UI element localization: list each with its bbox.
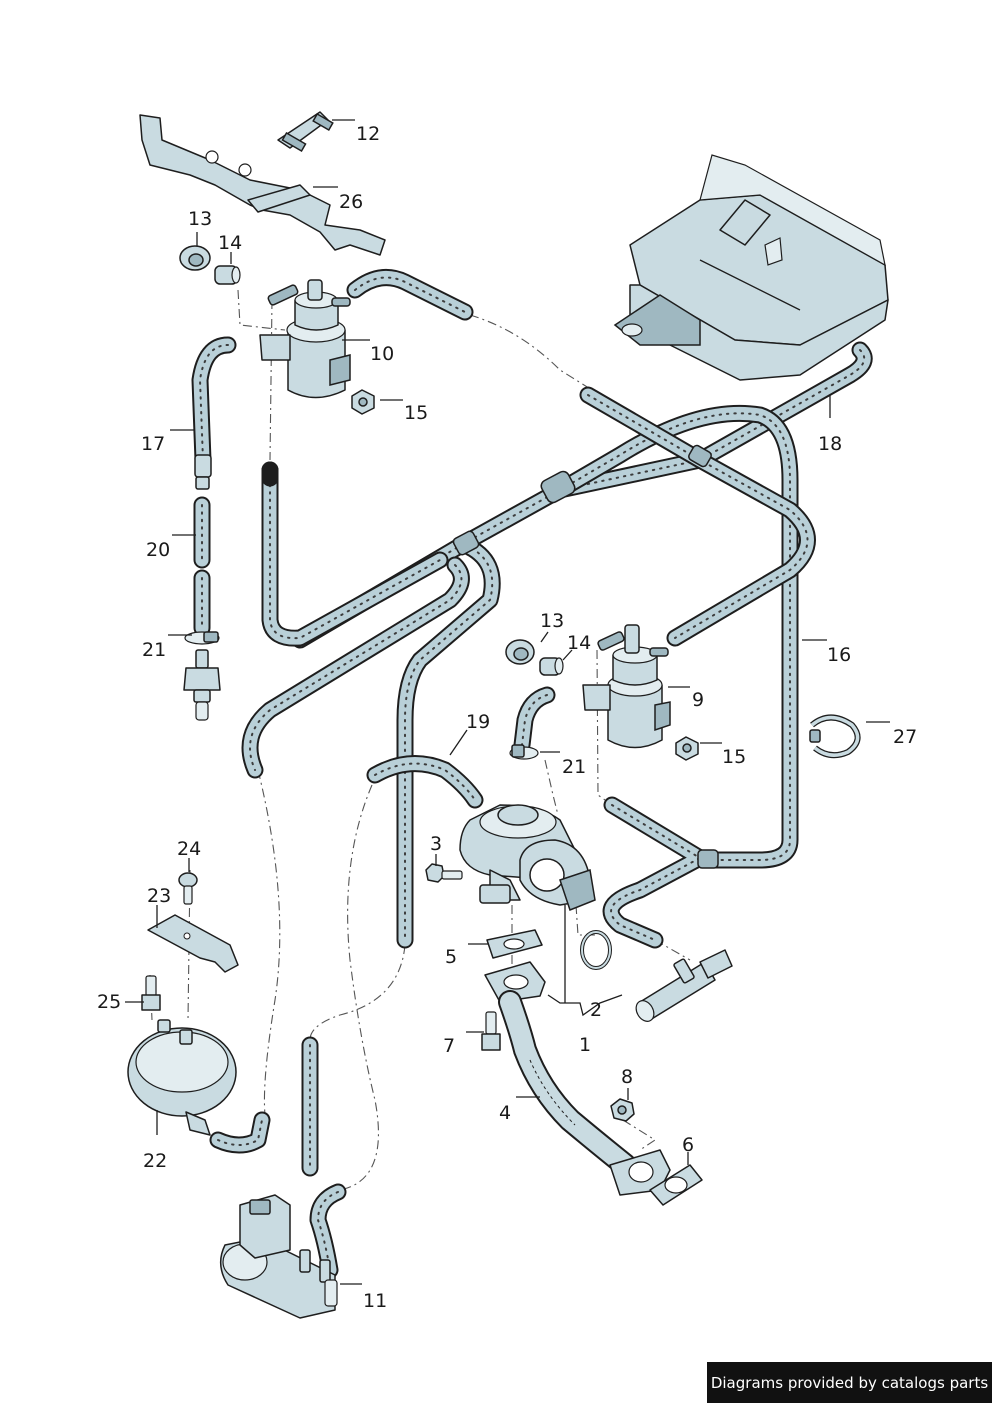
callout-15-top: 15: [404, 402, 428, 424]
callout-14-lower: 14: [567, 632, 591, 654]
callout-15-lower: 15: [722, 746, 746, 768]
callout-19: 19: [466, 711, 490, 733]
grommet-13-top: [179, 245, 211, 271]
egr-pipe: [498, 990, 637, 1177]
callout-8: 8: [621, 1066, 633, 1088]
hose-connectors: [194, 444, 719, 869]
bracket-23: [147, 914, 239, 973]
callout-11: 11: [363, 1290, 387, 1312]
gasket-5: [486, 929, 543, 959]
solenoid-valve-10: [259, 279, 351, 399]
callout-6: 6: [682, 1134, 694, 1156]
mounting-bracket: [139, 114, 386, 256]
filter-left: [183, 649, 221, 721]
callout-numbers: 12 26 13 14 10 15 17 18 20 13 14 21 16 9…: [97, 123, 917, 1312]
egr-pipe-flange: [484, 961, 546, 1003]
credit-text: Diagrams provided by catalogs parts: [710, 1373, 989, 1392]
callout-3: 3: [430, 833, 442, 855]
callout-13-top: 13: [188, 208, 212, 230]
callout-21-left: 21: [142, 639, 166, 661]
callout-leaders: [125, 119, 890, 1285]
bolt-25: [141, 975, 161, 1011]
egr-valve: [459, 804, 596, 911]
sleeve-14-lower: [539, 657, 564, 676]
vacuum-reservoir: [127, 1019, 237, 1136]
nut-15-lower: [675, 736, 699, 761]
callout-27: 27: [893, 726, 917, 748]
tee-piece: [635, 949, 733, 1022]
callout-13-lower: 13: [540, 610, 564, 632]
callout-1: 1: [579, 1034, 591, 1056]
flange-6: [609, 1149, 671, 1196]
screw-24: [178, 872, 198, 905]
nut-8: [610, 1098, 635, 1122]
callout-25: 25: [97, 991, 121, 1013]
callout-14-top: 14: [218, 232, 242, 254]
nut-15-top: [351, 389, 375, 415]
callout-9: 9: [692, 689, 704, 711]
callout-17: 17: [141, 433, 165, 455]
solenoid-valve-9: [582, 624, 671, 749]
callout-10: 10: [370, 343, 394, 365]
clamp-21-center: [509, 744, 539, 760]
pressure-converter: [219, 1194, 338, 1319]
callout-18: 18: [818, 433, 842, 455]
callout-23: 23: [147, 885, 171, 907]
callout-7: 7: [443, 1035, 455, 1057]
vacuum-hoses: [191, 269, 873, 1279]
callout-12: 12: [356, 123, 380, 145]
clamp-21-left: [184, 631, 220, 645]
o-ring-2: [580, 930, 612, 970]
credit-banner: Diagrams provided by catalogs parts: [707, 1362, 992, 1403]
callout-24: 24: [177, 838, 201, 860]
callout-4: 4: [499, 1102, 511, 1124]
callout-22: 22: [143, 1150, 167, 1172]
hose-clamp-27: [809, 714, 861, 759]
clip-12: [277, 111, 334, 152]
grommet-13-lower: [505, 639, 535, 665]
bolt-3: [425, 863, 463, 883]
bolt-7: [481, 1011, 501, 1051]
callout-26: 26: [339, 191, 363, 213]
callout-21-center: 21: [562, 756, 586, 778]
sleeve-14-top: [214, 265, 241, 285]
callout-20: 20: [146, 539, 170, 561]
callout-16: 16: [827, 644, 851, 666]
air-filter-housing: [613, 154, 889, 381]
callout-2: 2: [590, 999, 602, 1021]
gasket-6: [649, 1164, 703, 1206]
callout-5: 5: [445, 946, 457, 968]
